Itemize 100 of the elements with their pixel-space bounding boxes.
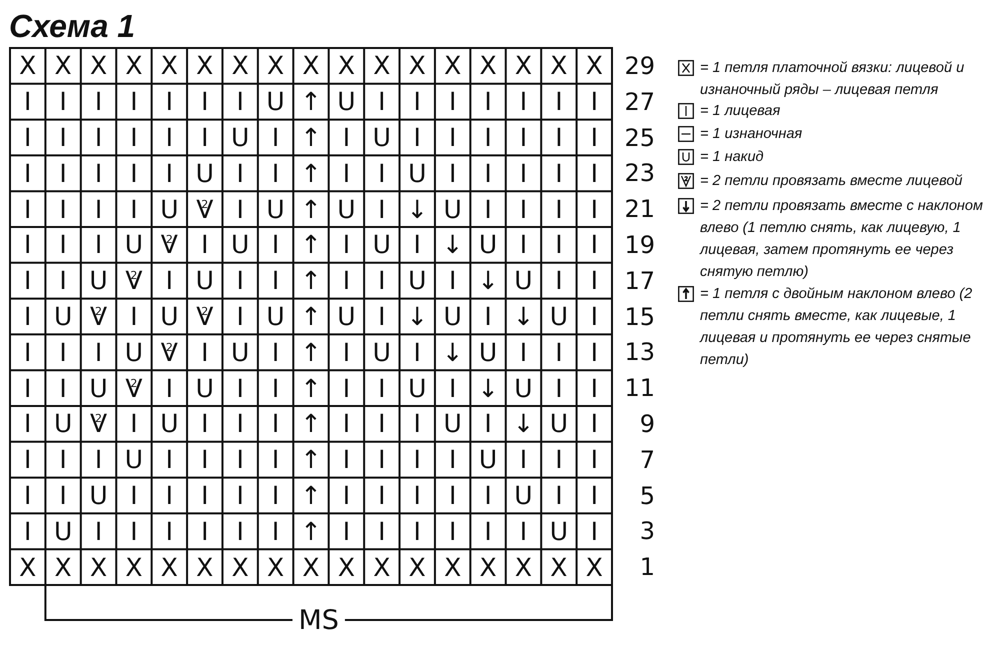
stitch-symbol: I: [484, 124, 492, 150]
stitch-symbol: I: [130, 304, 138, 329]
stitch-symbol: ↑: [300, 340, 322, 365]
row-number: 3: [640, 519, 655, 544]
stitch-symbol: I: [24, 411, 32, 436]
stitch-symbol: U: [337, 304, 356, 329]
stitch-symbol: ↑: [300, 304, 322, 329]
stitch-symbol: U: [478, 447, 498, 472]
stitch-symbol: I: [448, 89, 456, 114]
stitch-symbol: ↓: [512, 304, 534, 329]
stitch-symbol: ↓: [512, 411, 534, 436]
stitch-symbol: ↑: [300, 196, 322, 222]
stitch-symbol: I: [59, 340, 67, 365]
stitch-symbol: I: [272, 411, 280, 436]
stitch-symbol: I: [484, 89, 492, 114]
stitch-symbol: X: [338, 554, 355, 580]
legend-text: = 1 петля платочной вязки: лицевой и изнаночный ряды – лицевая петля: [700, 59, 966, 100]
stitch-symbol: I: [201, 447, 208, 472]
stitch-symbol: X: [479, 53, 497, 78]
stitch-symbol: ↓: [478, 376, 499, 401]
stitch-symbol: I: [94, 89, 102, 114]
stitch-symbol: I: [448, 482, 456, 508]
stitch-symbol: U: [231, 124, 250, 150]
stitch-symbol: I: [520, 340, 528, 365]
stitch-symbol: X: [586, 554, 603, 580]
stitch-symbol: I: [520, 518, 528, 544]
stitch-symbol: X: [196, 53, 214, 78]
stitch-symbol: ↑: [300, 411, 322, 436]
stitch-symbol: I: [414, 232, 421, 258]
stitch-symbol: I: [378, 518, 386, 544]
stitch-symbol: X: [302, 53, 320, 78]
stitch-symbol: I: [130, 160, 138, 186]
stitch-symbol: I: [342, 411, 350, 436]
stitch-symbol: U: [89, 376, 108, 401]
stitch-symbol: I: [448, 160, 456, 186]
stitch-symbol: I: [272, 268, 280, 294]
stitch-symbol: I: [201, 124, 208, 150]
stitch-symbol: U: [160, 304, 178, 329]
stitch-symbol: U: [160, 411, 178, 436]
stitch-symbol: I: [236, 411, 244, 436]
stitch-symbol: U: [124, 340, 144, 365]
stitch-symbol: I: [236, 304, 244, 329]
stitch-symbol: I: [236, 160, 244, 186]
stitch-symbol: I: [590, 304, 598, 329]
stitch-symbol: U: [408, 160, 426, 186]
stitch-symbol: I: [484, 196, 492, 222]
stitch-symbol: U: [337, 89, 356, 114]
stitch-symbol: I: [59, 196, 67, 222]
stitch-symbol: I: [448, 447, 456, 472]
row-number: 15: [624, 304, 655, 328]
stitch-symbol: I: [520, 447, 528, 472]
stitch-symbol: X: [444, 53, 462, 78]
stitch-symbol: ↑: [300, 89, 322, 114]
row-number: 1: [640, 555, 655, 580]
stitch-symbol: I: [555, 482, 563, 508]
stitch-symbol: I: [342, 268, 350, 294]
row-number: 5: [640, 484, 655, 508]
stitch-symbol: I: [378, 160, 386, 186]
stitch-symbol: X: [160, 554, 178, 580]
stitch-symbol: X: [586, 53, 603, 78]
stitch-symbol: I: [201, 89, 208, 114]
stitch-symbol: ↓: [406, 304, 428, 329]
stitch-symbol: I: [272, 340, 280, 365]
stitch-symbol: I: [24, 268, 32, 294]
stitch-symbol: I: [590, 376, 598, 401]
stitch-symbol: ↑: [300, 124, 322, 150]
legend-text: = 1 накид: [700, 148, 765, 167]
stitch-symbol: I: [590, 124, 598, 150]
stitch-symbol: ↑: [300, 268, 322, 294]
stitch-symbol: U: [443, 304, 462, 329]
stitch-symbol: U: [478, 340, 498, 365]
stitch-symbol: X: [125, 53, 142, 78]
row-number: 21: [624, 197, 655, 222]
stitch-symbol: U: [160, 196, 178, 222]
stitch-symbol: U: [443, 411, 462, 436]
stitch-symbol: U: [514, 376, 533, 401]
stitch-symbol: I: [448, 376, 456, 401]
stitch-symbol: X: [514, 554, 532, 580]
row-number: 19: [624, 232, 655, 257]
stitch-symbol: I: [59, 447, 67, 472]
stitch-symbol: I: [484, 482, 492, 508]
stitch-symbol: I: [130, 482, 138, 508]
stitch-symbol: I: [24, 482, 32, 508]
stitch-symbol: U: [266, 304, 285, 329]
stitch-symbol: X: [232, 53, 249, 78]
stitch-symbol: I: [342, 124, 350, 150]
stitch-symbol: ↑: [300, 160, 322, 186]
stitch-symbol: I: [166, 89, 174, 114]
stitch-symbol: X: [54, 554, 72, 580]
stitch-symbol: I: [414, 518, 421, 544]
stitch-symbol: I: [94, 340, 102, 365]
row-number: 23: [624, 161, 655, 186]
stitch-symbol: X: [479, 554, 497, 580]
stitch-symbol: I: [414, 482, 421, 508]
stitch-symbol: I: [201, 411, 208, 436]
stitch-symbol: I: [201, 518, 208, 544]
stitch-symbol: U: [408, 268, 426, 294]
stitch-symbol: I: [24, 196, 32, 222]
stitch-symbol: I: [236, 376, 244, 401]
legend-text: = 1 петля с двойным наклоном влево (2 петли снять вместе, как лицевые, 1 лицевая и протянуть ее через снятые петли): [700, 285, 974, 370]
